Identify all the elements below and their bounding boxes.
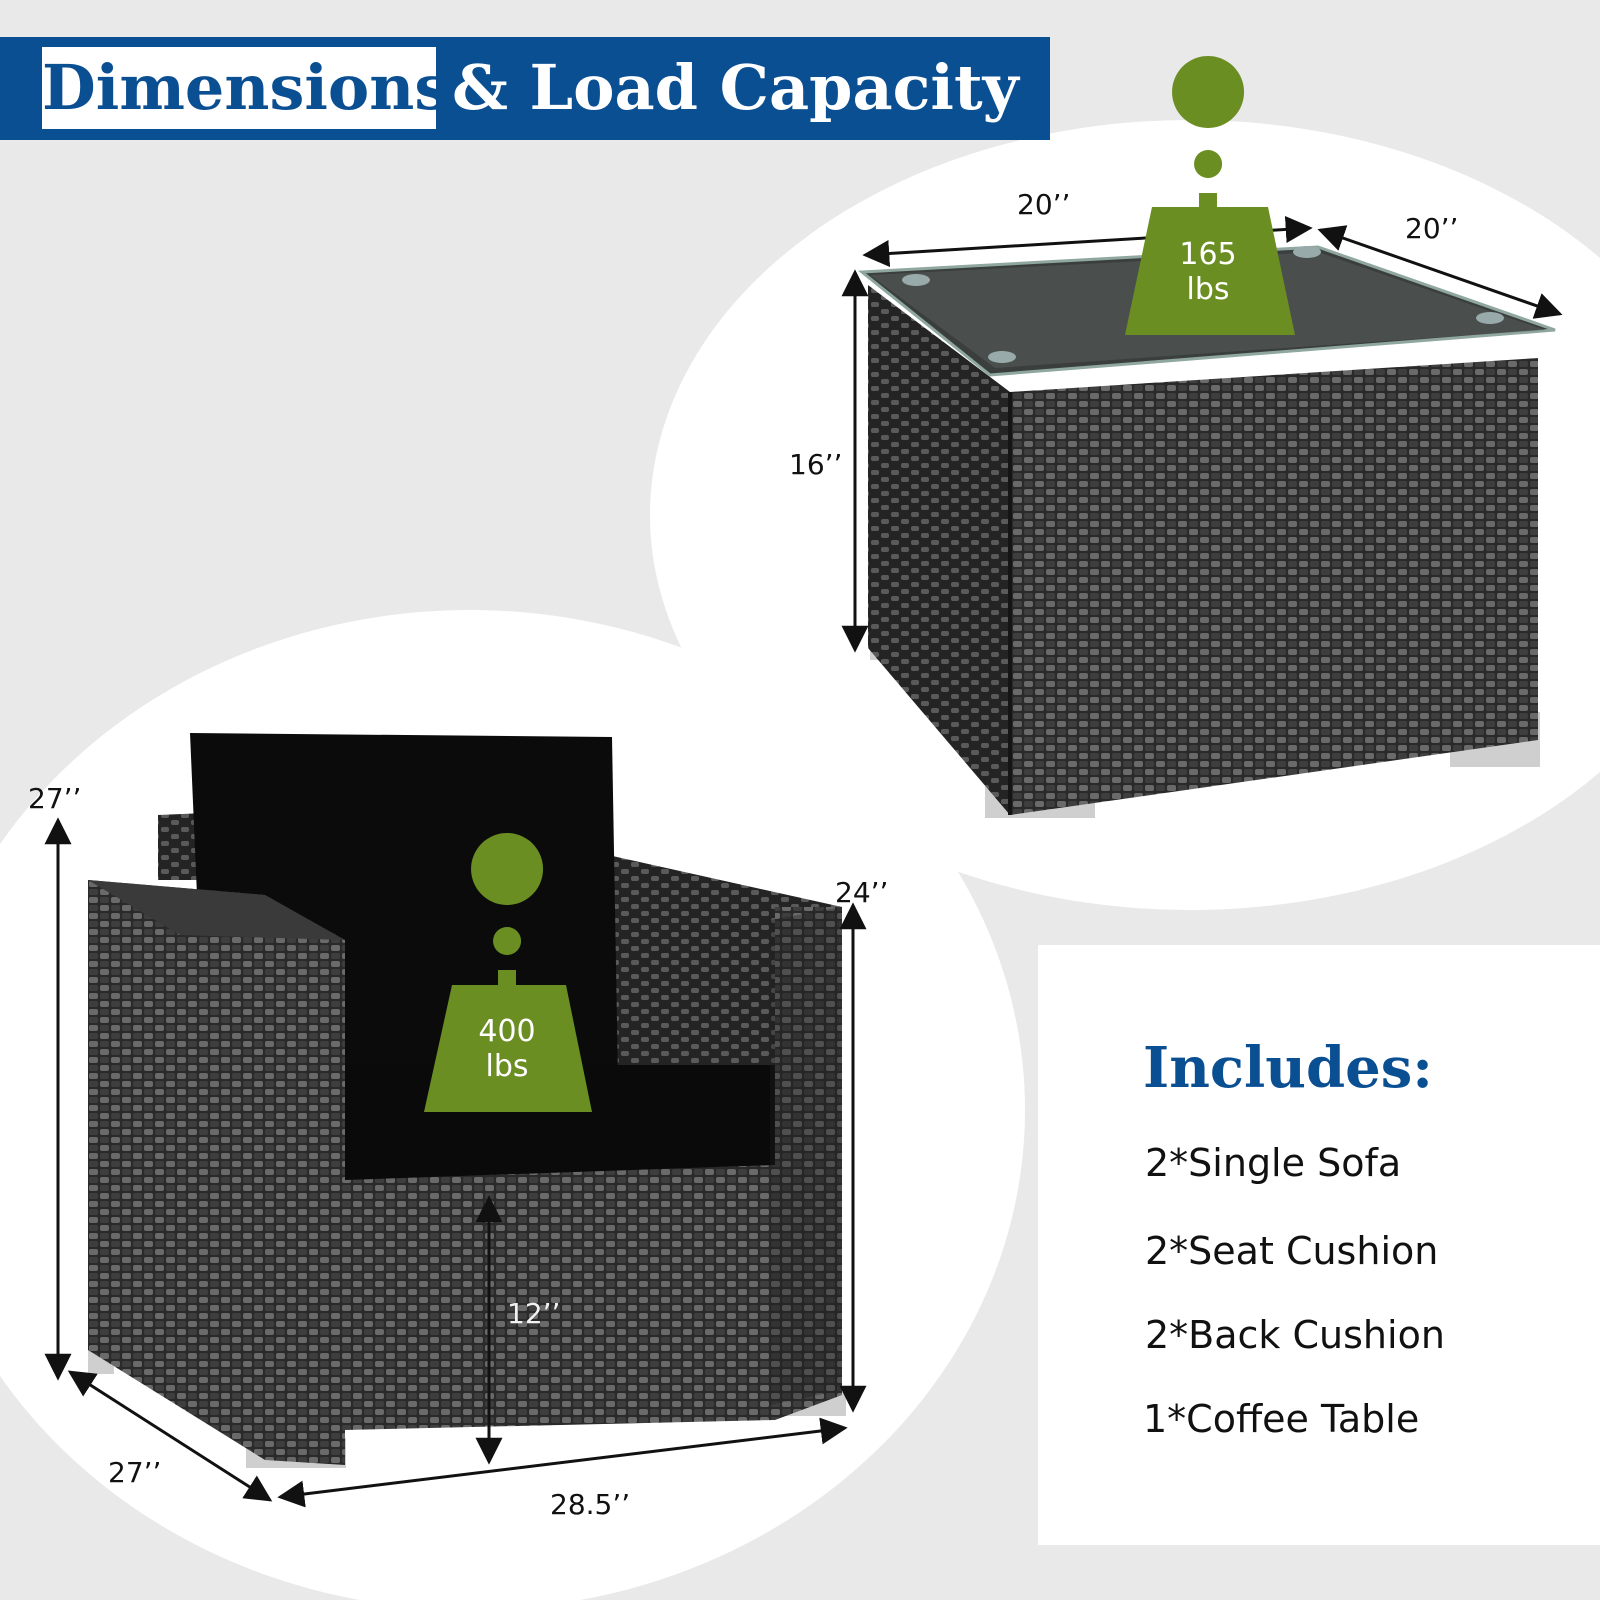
sofa-arm-height-label: 24’’ (835, 876, 889, 909)
table-load-value: 165 (1179, 237, 1237, 272)
includes-panel: Includes: 2*Single Sofa 2*Seat Cushion 2… (1038, 945, 1600, 1545)
sofa-height-label: 27’’ (28, 782, 82, 815)
sofa-seat-height-label: 12’’ (507, 1297, 561, 1330)
table-depth-line (1317, 225, 1563, 319)
includes-item: 2*Single Sofa (1145, 1141, 1402, 1185)
title-highlight-box: Dimensions (42, 47, 450, 129)
sofa-width-label: 28.5’’ (550, 1488, 631, 1521)
table-depth-label: 20’’ (1405, 212, 1459, 245)
includes-item: 1*Coffee Table (1143, 1397, 1420, 1441)
includes-title: Includes: (1143, 1035, 1433, 1101)
table-weight-icon (1125, 56, 1295, 335)
includes-item: 2*Seat Cushion (1145, 1229, 1439, 1273)
title-word-dimensions: Dimensions (42, 51, 450, 124)
table-height-label: 16’’ (789, 448, 843, 481)
title-word-load-capacity: & Load Capacity (452, 51, 1019, 124)
title-banner: Dimensions & Load Capacity (0, 37, 1050, 140)
sofa-depth-label: 27’’ (108, 1456, 162, 1489)
sofa-weight-icon (424, 833, 592, 1112)
sofa-width-line (277, 1417, 848, 1508)
table-width-label: 20’’ (1017, 188, 1071, 221)
table-load-unit: lbs (1186, 272, 1230, 307)
sofa-load-unit: lbs (485, 1049, 529, 1084)
sofa-depth-line (67, 1370, 273, 1502)
includes-item: 2*Back Cushion (1145, 1313, 1445, 1357)
table-load-label: 165 lbs (1168, 237, 1248, 307)
sofa-load-label: 400 lbs (467, 1014, 547, 1084)
sofa-load-value: 400 (478, 1014, 536, 1049)
